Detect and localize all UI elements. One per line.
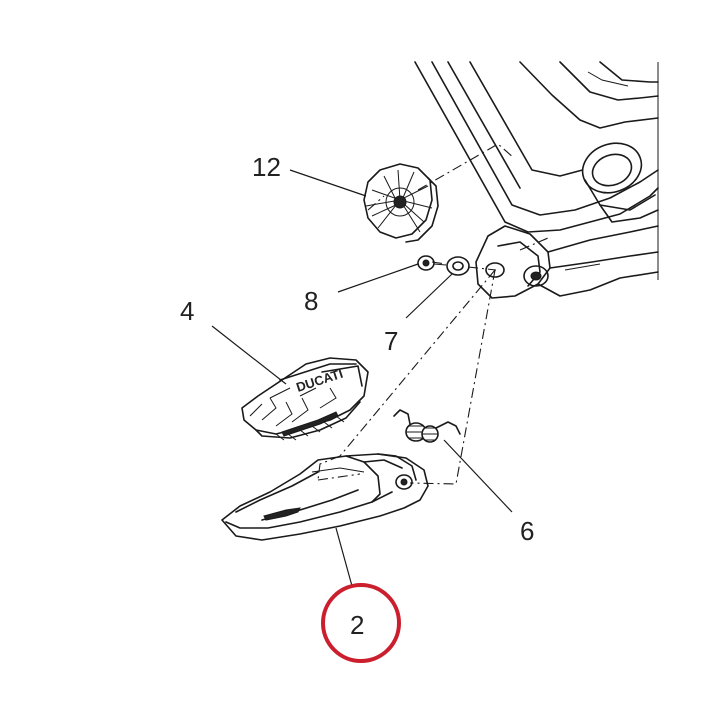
callout-6: 6 (520, 516, 534, 546)
callout-7: 7 (384, 326, 398, 356)
callout-8: 8 (304, 286, 318, 316)
callout-12: 12 (252, 152, 281, 182)
part-6-spring (393, 409, 461, 443)
part-12-cap (363, 163, 439, 243)
part-7-washer (433, 256, 470, 276)
part-2-footpeg (221, 453, 429, 541)
highlight-circle-part-2 (321, 583, 401, 663)
callout-4: 4 (180, 296, 194, 326)
callout-2: 2 (350, 610, 364, 640)
part-4-footpeg-rubber: DUCATI (241, 357, 369, 441)
assembly-lines (317, 143, 549, 485)
footpeg-bracket-frame (414, 61, 659, 299)
callout-leaders (211, 169, 513, 587)
part-8-nut (417, 255, 435, 271)
